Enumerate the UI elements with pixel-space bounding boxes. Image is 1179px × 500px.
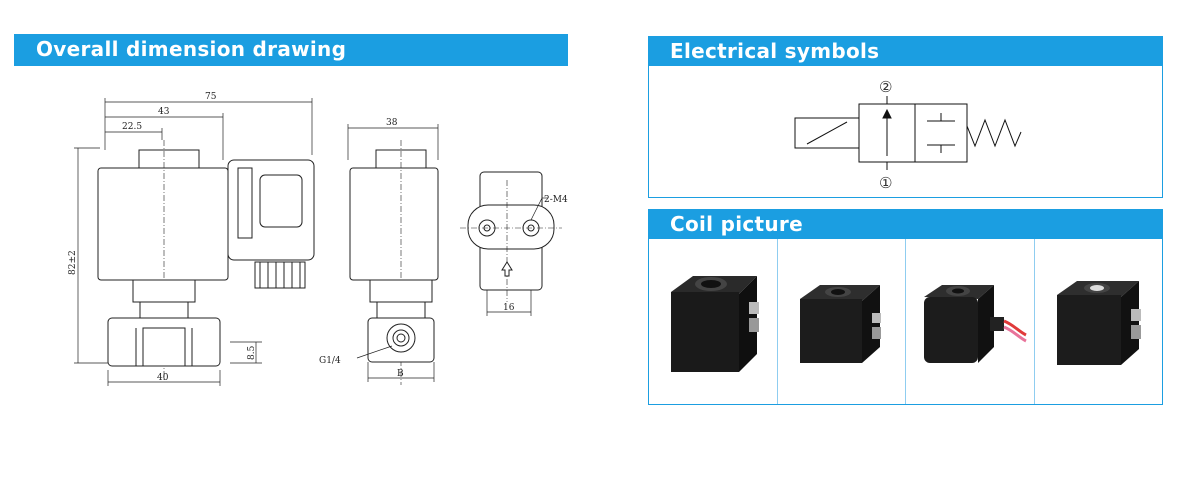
dim-port-height: 8.5: [247, 345, 257, 360]
solenoid-valve-symbol-icon: [794, 96, 1022, 170]
coil-picture-panel: [648, 239, 1163, 405]
solenoid-coil-icon: [1057, 280, 1142, 365]
port-1-label: ①: [879, 174, 892, 192]
dimension-drawing-header: Overall dimension drawing: [14, 34, 568, 66]
electrical-symbols-header: Electrical symbols: [648, 36, 1163, 66]
dim-mount-spacing: 16: [503, 303, 515, 313]
dim-center-offset: 22.5: [122, 122, 142, 132]
dimension-drawing: 75 43 22.5 82±2 40 8.5: [40, 80, 600, 400]
solenoid-coil-icon: [800, 284, 882, 363]
solenoid-coil-icon: [670, 275, 759, 372]
port-2-label: ②: [879, 78, 892, 96]
electrical-symbol-panel: ② ①: [648, 66, 1163, 198]
coil-picture-3: [906, 239, 1035, 404]
dim-side-width: 38: [386, 118, 398, 128]
coil-picture-1: [649, 239, 778, 404]
dim-mount-thread: 2-M4: [544, 195, 568, 205]
coil-picture-header: Coil picture: [648, 209, 1163, 239]
solenoid-coil-with-wire-icon: [923, 284, 1027, 363]
dim-body-width: 43: [158, 107, 170, 117]
dim-height: 82±2: [68, 250, 78, 275]
dim-base-width: 40: [157, 373, 169, 383]
coil-picture-2: [778, 239, 906, 404]
dim-thread: G1/4: [319, 356, 341, 366]
coil-picture-4: [1035, 239, 1163, 404]
dim-side-base: B: [397, 369, 404, 379]
dim-overall-width: 75: [205, 92, 217, 102]
